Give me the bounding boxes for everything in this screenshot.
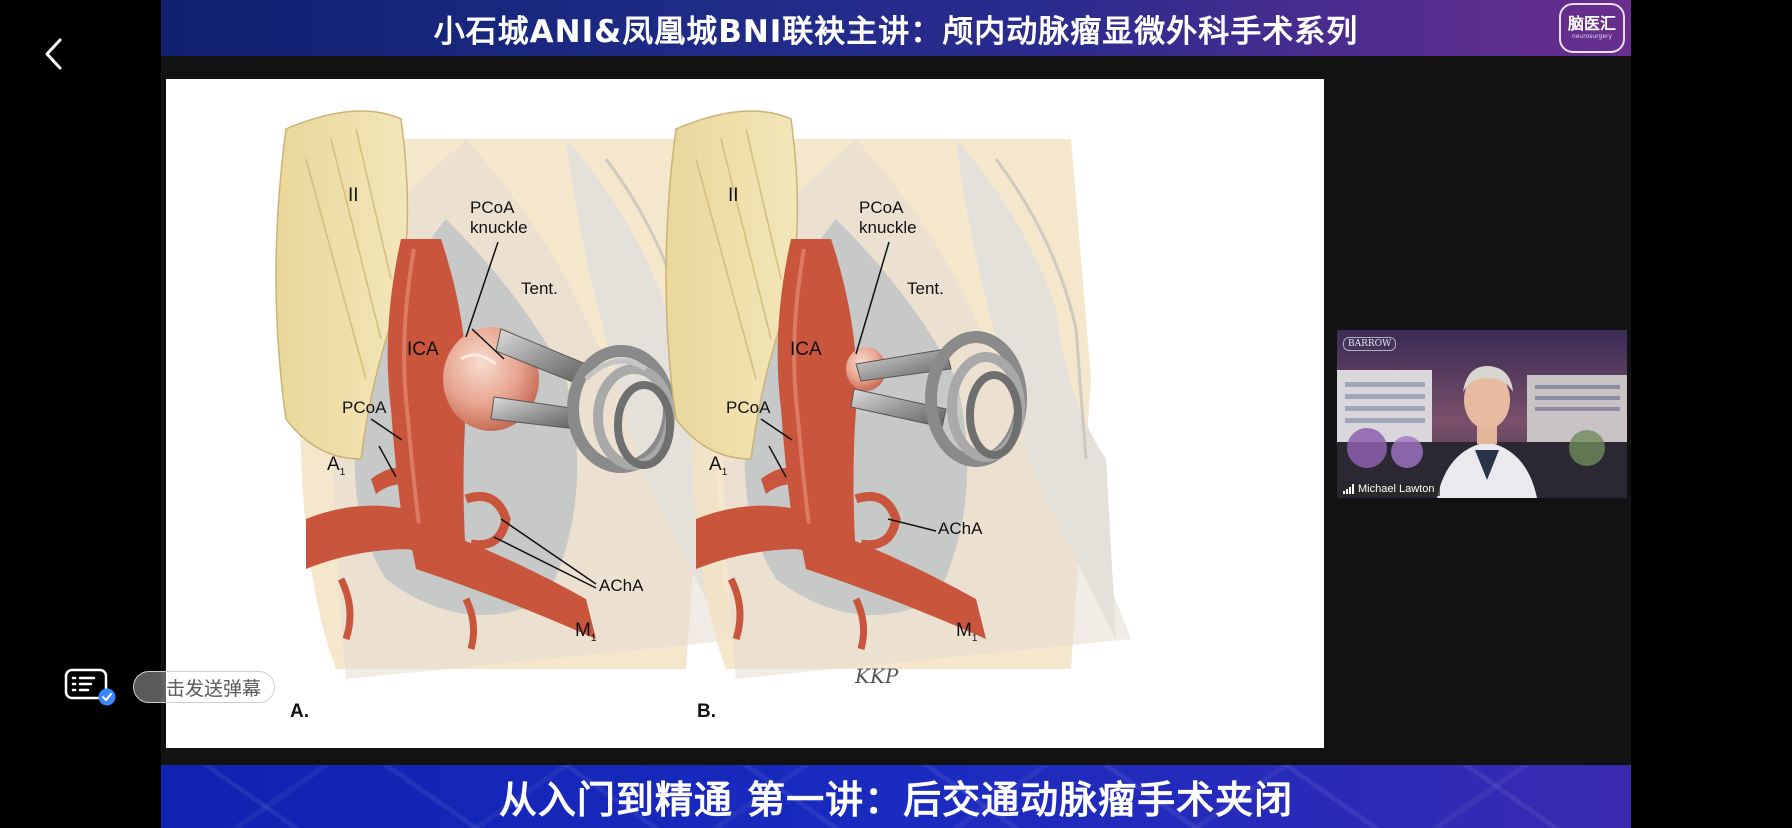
barrow-logo-text: BARROW <box>1343 337 1397 351</box>
aneurysm-clip-a <box>490 328 675 473</box>
webcam-scene <box>1337 330 1627 498</box>
artist-signature: KKP <box>855 664 899 688</box>
panel-b-illustration <box>665 110 1131 679</box>
panel-a-label-nerve: II <box>348 185 359 206</box>
video-player[interactable]: 小石城ANI&凤凰城BNI联袂主讲：颅内动脉瘤显微外科手术系列 脑医汇 neur… <box>161 0 1631 828</box>
video-title-bar: 小石城ANI&凤凰城BNI联袂主讲：颅内动脉瘤显微外科手术系列 脑医汇 neur… <box>161 0 1631 56</box>
panel-a-illustration <box>275 110 746 679</box>
brand-logo-subtext: neurosurgery <box>1571 33 1613 40</box>
brand-logo-text: 脑医汇 <box>1567 14 1616 33</box>
aneurysm-clip-b <box>850 331 1027 467</box>
panel-b-label-a1-sub: 1 <box>721 466 728 478</box>
panel-b-label-pcoa-knuckle-2: knuckle <box>859 218 917 237</box>
panel-a-label-m1: M1 <box>575 620 596 650</box>
presentation-slide: II PCoA knuckle Tent. ICA PCoA A1 AChA M… <box>166 79 1324 748</box>
panel-b-label-m1-text: M <box>956 620 972 641</box>
panel-b-label-nerve: II <box>728 185 739 206</box>
panel-a-label-pcoa-knuckle-2: knuckle <box>470 218 528 237</box>
panel-a-label-a1-sub: 1 <box>339 466 346 478</box>
panel-b-label-acha: AChA <box>938 519 983 538</box>
panel-a-letter: A. <box>290 701 309 722</box>
panel-b-label-pcoa-knuckle-1: PCoA <box>859 198 904 217</box>
signal-strength-icon <box>1343 484 1354 494</box>
danmaku-input[interactable]: 点击发送弹幕 <box>133 671 275 703</box>
danmaku-list-icon <box>64 668 116 706</box>
panel-a-label-a1: A1 <box>327 454 345 484</box>
panel-b-label-pcoa: PCoA <box>726 398 771 417</box>
speaker-name: Michael Lawton <box>1358 483 1435 495</box>
chevron-left-icon <box>45 38 62 70</box>
panel-b-label-ica: ICA <box>790 339 822 360</box>
panel-b-label-m1-sub: 1 <box>971 632 978 644</box>
danmaku-placeholder: 点击发送弹幕 <box>146 677 261 700</box>
back-button[interactable] <box>30 30 78 78</box>
panel-b-label-a1-text: A <box>709 454 722 475</box>
panel-a-label-a1-text: A <box>327 454 340 475</box>
panel-a-label-m1-sub: 1 <box>590 632 597 644</box>
panel-b-label-a1: A1 <box>709 454 727 484</box>
subtitle-banner: 从入门到精通 第一讲：后交通动脉瘤手术夹闭 <box>161 765 1631 828</box>
subtitle-text: 从入门到精通 第一讲：后交通动脉瘤手术夹闭 <box>498 778 1294 822</box>
danmaku-toggle-button[interactable] <box>64 668 118 706</box>
speaker-name-tag: Michael Lawton <box>1339 482 1441 496</box>
brand-logo: 脑医汇 neurosurgery <box>1559 3 1625 53</box>
panel-a-label-m1-text: M <box>575 620 591 641</box>
panel-b-label-m1: M1 <box>956 620 977 650</box>
panel-a-label-tent: Tent. <box>521 279 558 298</box>
video-title: 小石城ANI&凤凰城BNI联袂主讲：颅内动脉瘤显微外科手术系列 <box>433 13 1359 50</box>
aneurysm-clipping-illustration <box>275 110 1131 679</box>
panel-a-label-pcoa: PCoA <box>342 398 387 417</box>
panel-a-label-ica: ICA <box>407 339 439 360</box>
speaker-webcam[interactable]: BARROW Michael Lawton <box>1337 330 1627 498</box>
panel-a-label-acha: AChA <box>599 576 644 595</box>
panel-b-label-tent: Tent. <box>907 279 944 298</box>
panel-a-label-pcoa-knuckle-1: PCoA <box>470 198 515 217</box>
panel-b-letter: B. <box>697 701 716 722</box>
